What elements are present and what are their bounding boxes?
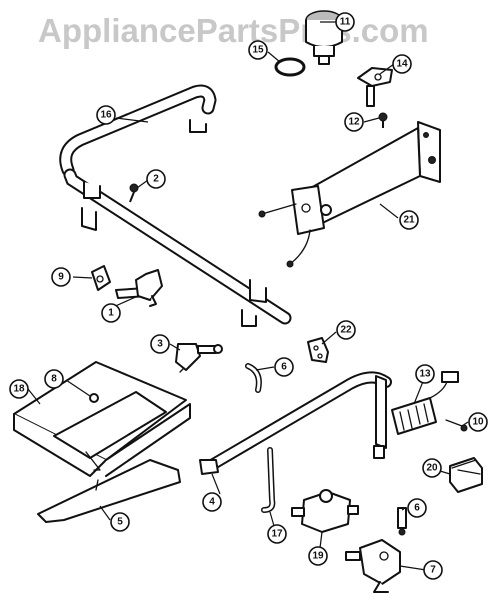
svg-text:3: 3: [157, 339, 163, 350]
oven-valve-part: [345, 539, 401, 593]
callout-10: 10: [468, 412, 488, 432]
callout-22: 22: [336, 320, 356, 340]
callout-21: 21: [399, 210, 419, 230]
callout-14: 14: [392, 54, 412, 74]
svg-text:21: 21: [403, 215, 415, 226]
svg-text:11: 11: [340, 17, 351, 28]
manifold-pipe-part: [59, 84, 292, 327]
svg-text:2: 2: [153, 174, 159, 185]
svg-text:19: 19: [312, 551, 324, 562]
callout-2: 2: [146, 169, 166, 189]
spark-module-part: [449, 457, 483, 493]
svg-text:7: 7: [430, 565, 436, 576]
svg-text:14: 14: [396, 59, 408, 70]
valve-part-3: [175, 343, 223, 373]
callout-6b: 6: [407, 498, 427, 518]
support-bracket-part: [37, 459, 181, 523]
wiring-harness-part: [391, 371, 459, 435]
callout-20: 20: [422, 458, 442, 478]
o-ring-part: [274, 57, 306, 77]
svg-text:17: 17: [271, 529, 283, 540]
callout-12: 12: [344, 112, 364, 132]
svg-text:12: 12: [348, 117, 360, 128]
svg-text:18: 18: [13, 384, 25, 395]
svg-text:4: 4: [209, 497, 215, 508]
callout-4: 4: [202, 492, 222, 512]
callout-9: 9: [51, 267, 71, 287]
screw-part-12: [378, 112, 388, 128]
svg-text:20: 20: [426, 463, 438, 474]
svg-text:6: 6: [414, 503, 420, 514]
callout-13: 13: [415, 364, 435, 384]
callout-7: 7: [423, 560, 443, 580]
callout-5: 5: [110, 512, 130, 532]
connector-part-10: [445, 419, 468, 432]
svg-text:10: 10: [472, 417, 484, 428]
callout-6a: 6: [274, 357, 294, 377]
rear-bracket-assembly-part: [258, 121, 441, 268]
callout-16: 16: [96, 105, 116, 125]
callout-15: 15: [248, 40, 268, 60]
orifice-bracket-part: [357, 67, 393, 107]
svg-text:13: 13: [419, 369, 431, 380]
svg-text:8: 8: [51, 374, 57, 385]
callout-1: 1: [101, 303, 121, 323]
bracket-part-9: [91, 265, 111, 291]
callout-17: 17: [267, 524, 287, 544]
bracket-plate-part-22: [307, 337, 329, 363]
callout-18: 18: [9, 379, 29, 399]
tube-part: [261, 447, 276, 513]
svg-text:15: 15: [252, 45, 264, 56]
pressure-regulator-part: [305, 10, 343, 65]
svg-text:22: 22: [340, 325, 352, 336]
svg-text:6: 6: [281, 362, 287, 373]
screw-part-2: [129, 183, 139, 203]
callout-19: 19: [308, 546, 328, 566]
svg-text:16: 16: [100, 110, 112, 121]
svg-text:5: 5: [117, 517, 123, 528]
rear-manifold-pipe-part: [199, 371, 392, 475]
burner-valve-part-1: [115, 269, 163, 307]
callout-3: 3: [150, 334, 170, 354]
callout-11: 11: [335, 12, 355, 32]
svg-text:9: 9: [58, 272, 64, 283]
plug-part-6-lower: [397, 507, 407, 536]
safety-valve-part: [291, 489, 359, 533]
heat-shield-part: [13, 361, 191, 477]
svg-text:1: 1: [108, 308, 114, 319]
callout-8: 8: [44, 369, 64, 389]
watermark-text: AppliancePartsPros.com: [38, 12, 429, 49]
